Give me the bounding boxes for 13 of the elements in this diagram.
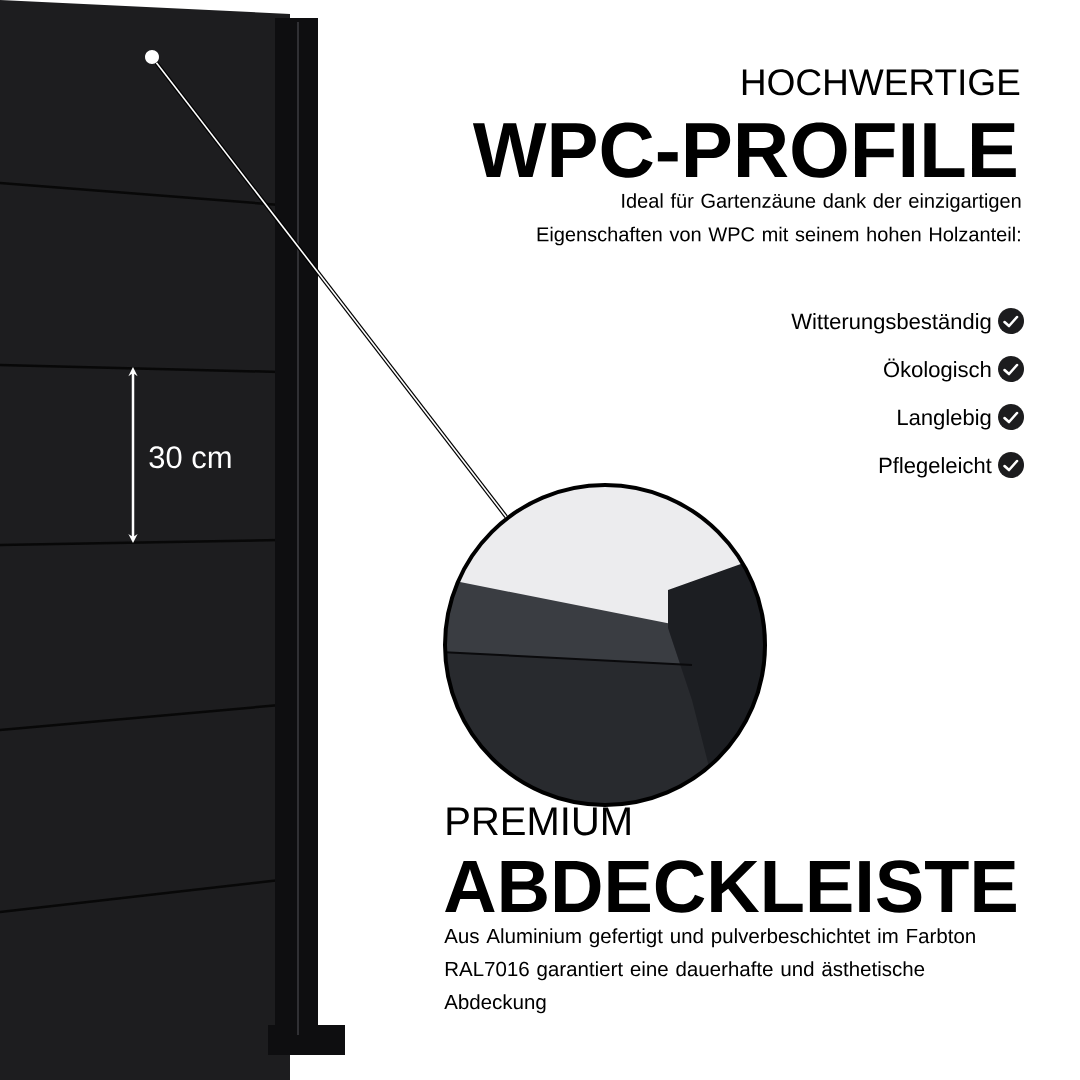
leader-dot: [145, 50, 159, 64]
description: Aus Aluminium gefertigt und pulverbeschichtet im Farbton RAL7016 garantiert eine dauerhafte und ästhetische Abdeckung: [444, 928, 975, 1014]
subheading: PREMIUM: [447, 807, 630, 836]
feature-label: Ökologisch: [884, 358, 991, 382]
feature-label: Pflegeleicht: [879, 457, 992, 478]
subheading: HOCHWERTIGE: [742, 69, 1020, 96]
heading: WPC-PROFILE: [472, 122, 1016, 178]
description: Ideal für Gartenzäune dank der einzigartigen Eigenschaften von WPC mit seinem hohen Holzanteil:: [537, 193, 1021, 246]
leader-line: [154, 61, 508, 518]
zoom-inset-drawing: [443, 483, 767, 807]
dimension-label: 30 cm: [149, 446, 231, 469]
feature-label: Witterungsbeständig: [791, 313, 991, 334]
feature-label: Langlebig: [898, 409, 991, 430]
